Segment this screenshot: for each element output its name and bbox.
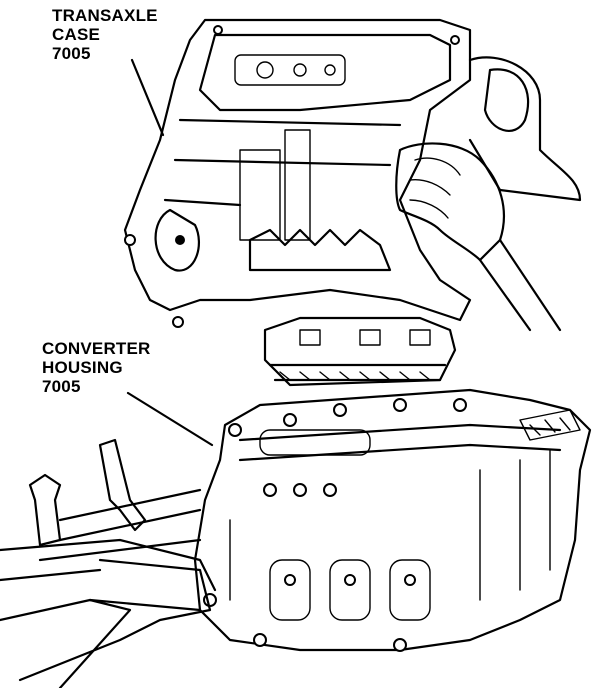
converter-housing-label-line1: CONVERTER: [42, 339, 151, 358]
leader-transaxle-case: [130, 58, 165, 137]
leader-converter-housing: [126, 391, 214, 447]
transaxle-case-drawing: [123, 18, 582, 328]
transaxle-case-label-line3: 7005: [52, 44, 91, 63]
converter-housing-label-line2: HOUSING: [42, 358, 123, 377]
transaxle-case-label-line2: CASE: [52, 25, 101, 44]
support-bracket-drawing: [0, 438, 217, 688]
transaxle-case-label-line1: TRANSAXLE: [52, 6, 158, 25]
transaxle-case-label: TRANSAXLE CASE 7005: [52, 6, 158, 63]
converter-housing-drawing: [193, 316, 592, 652]
hand-drawing: [395, 142, 562, 332]
converter-housing-label: CONVERTER HOUSING 7005: [42, 339, 151, 396]
converter-housing-label-line3: 7005: [42, 377, 81, 396]
